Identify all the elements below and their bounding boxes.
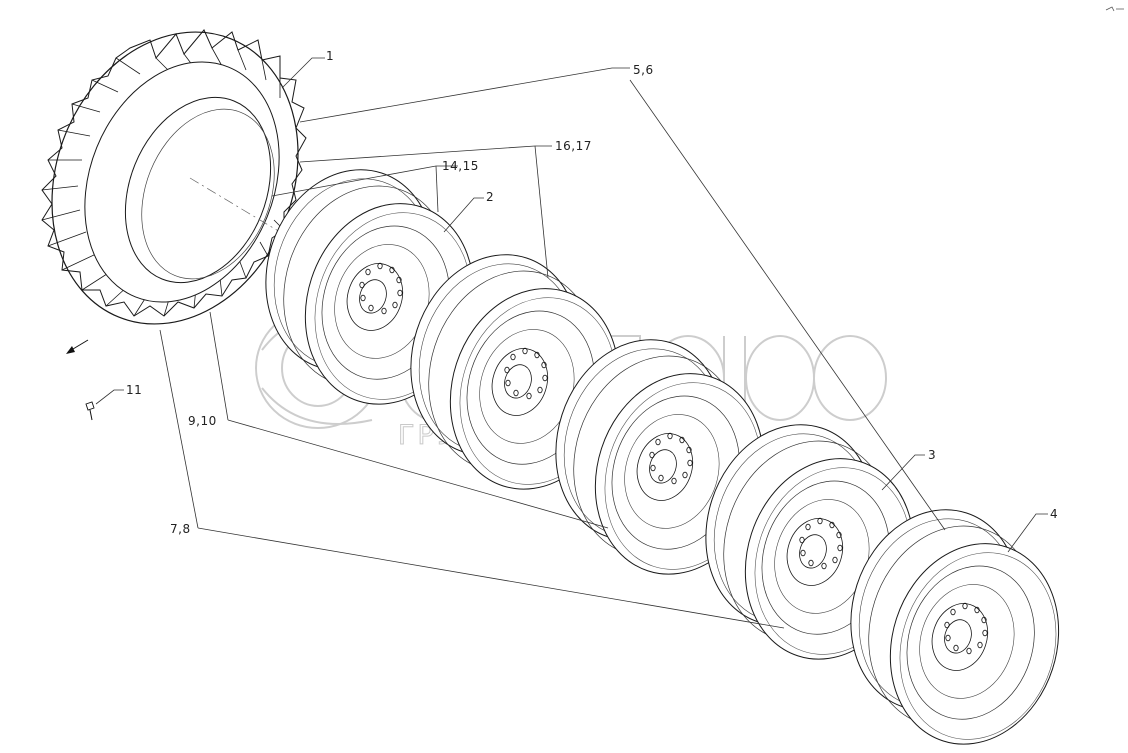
tire xyxy=(41,29,311,325)
callout-3: 3 xyxy=(928,448,936,462)
direction-arrow-icon xyxy=(66,339,89,354)
callout-11: 11 xyxy=(126,383,142,397)
leader-lines xyxy=(95,57,1048,629)
callout-labels: 1 5,6 16,17 14,15 2 11 9,10 3 4 7,8 xyxy=(126,49,1058,536)
callout-7-8: 7,8 xyxy=(170,522,191,536)
callout-4: 4 xyxy=(1050,507,1058,521)
callout-2: 2 xyxy=(486,190,494,204)
callout-14-15: 14,15 xyxy=(442,159,479,173)
callout-9-10: 9,10 xyxy=(188,414,217,428)
callout-1: 1 xyxy=(326,49,334,63)
callout-5-6: 5,6 xyxy=(633,63,654,77)
bolt-icon xyxy=(85,401,95,421)
corner-mark-icon xyxy=(1105,6,1124,12)
callout-16-17: 16,17 xyxy=(555,139,592,153)
